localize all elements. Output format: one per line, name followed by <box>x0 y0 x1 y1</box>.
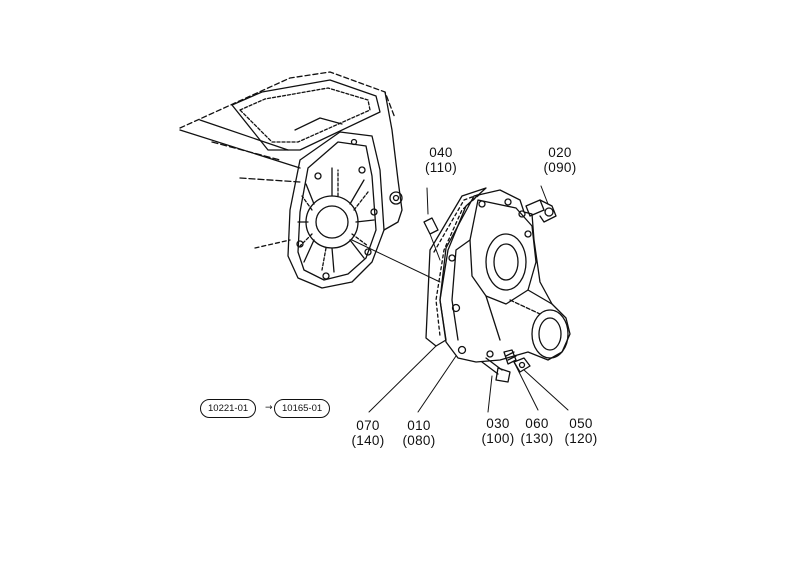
part-alt-id: (080) <box>402 433 436 448</box>
part-label-030: 030 (100) <box>473 416 523 446</box>
part-label-010: 010 (080) <box>394 418 444 448</box>
leader-lines <box>368 185 569 413</box>
bolt-030 <box>481 357 511 383</box>
reference-to-badge[interactable]: 10165-01 <box>274 399 331 418</box>
gasket-070 <box>425 187 487 347</box>
dowel-pin-040 <box>423 217 441 261</box>
part-id: 050 <box>569 416 593 431</box>
part-alt-id: (120) <box>564 431 598 446</box>
bolt-020 <box>525 199 557 223</box>
part-alt-id: (090) <box>543 160 577 175</box>
part-label-020: 020 (090) <box>535 145 585 175</box>
gear-case-cover-010 <box>439 189 571 363</box>
part-alt-id: (110) <box>424 160 457 175</box>
part-label-050: 050 (120) <box>556 416 606 446</box>
stud-060 <box>503 349 517 365</box>
part-id: 070 <box>356 418 380 433</box>
part-label-060: 060 (130) <box>512 416 562 446</box>
part-id: 060 <box>525 416 549 431</box>
part-id: 040 <box>429 145 453 160</box>
part-id: 020 <box>548 145 572 160</box>
part-id: 030 <box>486 416 510 431</box>
part-alt-id: (100) <box>481 431 515 446</box>
nut-050 <box>513 357 531 373</box>
part-label-070: 070 (140) <box>343 418 393 448</box>
part-id: 010 <box>407 418 431 433</box>
reference-arrow-icon: → <box>265 403 273 413</box>
part-alt-id: (130) <box>520 431 554 446</box>
part-label-040: 040 (110) <box>416 145 466 175</box>
reference-from-badge[interactable]: 10221-01 <box>200 399 257 418</box>
part-alt-id: (140) <box>351 433 385 448</box>
engine-block <box>179 71 441 289</box>
